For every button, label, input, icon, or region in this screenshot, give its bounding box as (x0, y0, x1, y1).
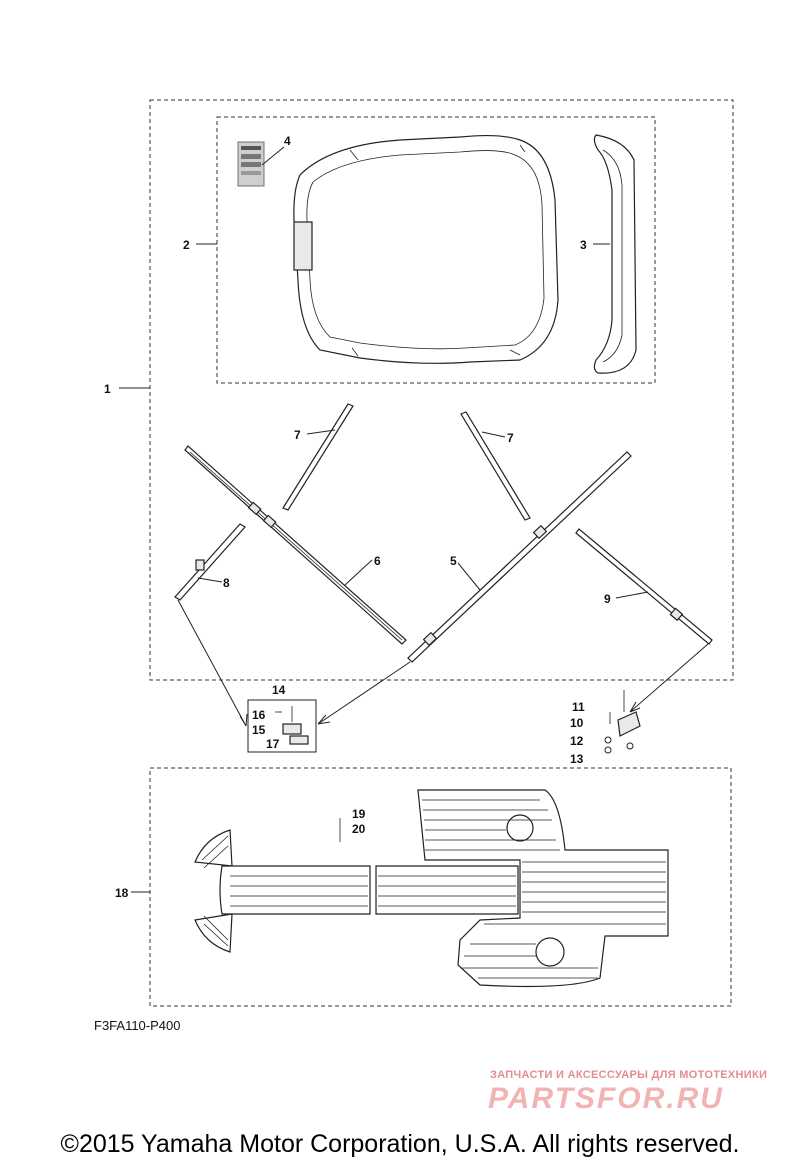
label-10: 10 (570, 716, 584, 730)
label-5: 5 (450, 554, 457, 568)
part-7-short-tube-left[interactable] (282, 403, 354, 511)
label-7-left: 7 (294, 428, 301, 442)
label-6: 6 (374, 554, 381, 568)
label-7-right: 7 (507, 431, 514, 445)
label-20: 20 (352, 822, 366, 836)
part-18-mat-set[interactable] (194, 789, 669, 988)
label-17: 17 (266, 737, 280, 751)
copyright-notice: ©2015 Yamaha Motor Corporation, U.S.A. A… (60, 1130, 740, 1158)
label-4: 4 (284, 134, 291, 148)
hardware-box-14 (247, 699, 317, 753)
part-8-side-tube[interactable] (174, 523, 246, 601)
part-3-storage-boot[interactable] (593, 134, 637, 374)
label-18: 18 (115, 886, 129, 900)
diagram-code: F3FA110-P400 (94, 1018, 181, 1033)
part-5-frame-tube[interactable] (407, 451, 632, 663)
label-16: 16 (252, 708, 266, 722)
part-7-short-tube-right[interactable] (460, 411, 531, 521)
part-4-label-sticker[interactable] (237, 141, 265, 187)
part-10-mount-bracket[interactable] (604, 690, 641, 754)
label-9: 9 (604, 592, 611, 606)
label-11: 11 (572, 700, 585, 714)
watermark-tagline: ЗАПЧАСТИ И АКСЕССУАРЫ ДЛЯ МОТОТЕХНИКИ (490, 1069, 768, 1081)
label-8: 8 (223, 576, 230, 590)
part-15-16-17-hinge-hardware[interactable] (275, 706, 309, 745)
label-19: 19 (352, 807, 366, 821)
assembly-box-18 (149, 767, 732, 1007)
label-14: 14 (272, 683, 286, 697)
label-15: 15 (252, 723, 266, 737)
watermark-logo: PARTSFOR.RU (488, 1082, 724, 1115)
part-9-side-tube[interactable] (575, 528, 713, 645)
label-2: 2 (183, 238, 190, 252)
label-1: 1 (104, 382, 111, 396)
label-13: 13 (570, 752, 584, 766)
cover-box (216, 116, 656, 384)
label-3: 3 (580, 238, 587, 252)
part-6-frame-tube[interactable] (184, 445, 407, 645)
label-12: 12 (570, 734, 584, 748)
part-2-canopy-top[interactable] (293, 134, 559, 364)
